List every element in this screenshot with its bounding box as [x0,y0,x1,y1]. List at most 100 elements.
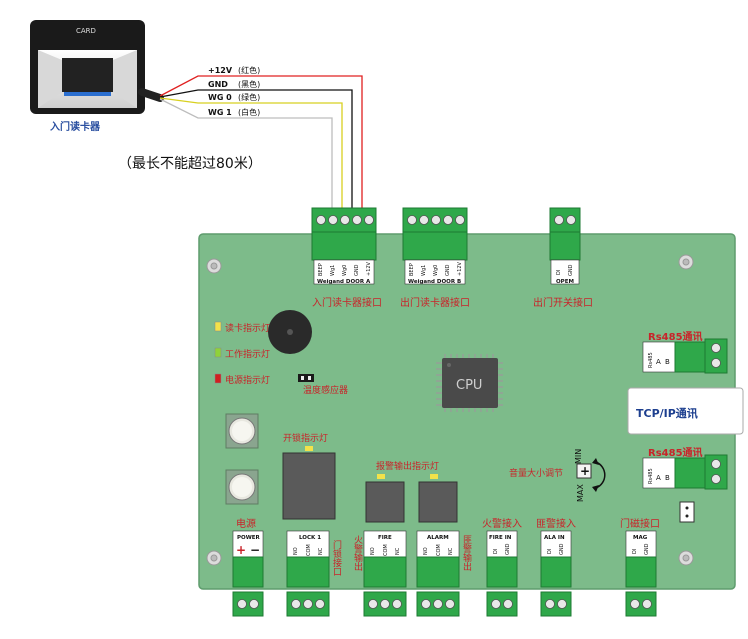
volume-control[interactable]: MIN MAX + [574,449,606,502]
lock-side-text: 门锁接口 [331,539,342,576]
power-label: 电源 [236,517,256,530]
rs485-bottom-connector[interactable]: Rs485 A B [642,454,728,490]
fire-title: FIRE [378,535,392,541]
lock-pin-3: NC [318,547,324,555]
reader-label: 入门读卡器 [50,120,101,133]
rs485-bottom-label: Rs485通讯 [648,446,703,459]
buzzer [268,310,312,354]
fire-pin-1: NO [370,547,376,555]
door-b-pin-3: Wg0 [433,265,439,276]
fire-side-text: 火警输出 [352,535,363,572]
mag-label: 门磁接口 [620,517,660,530]
open-pin-2: GND [568,264,574,276]
fire-side-label: 火警输出 [352,535,363,572]
lock-pin-2: COM [306,544,312,556]
indicator-power-label: 电源指示灯 [225,374,270,386]
connector-mag[interactable]: MAG DI GND [625,530,657,617]
ala-in-pin-2: GND [559,543,565,555]
wire-color-wg0: (绿色) [238,92,260,102]
connector-power[interactable]: POWER + − [232,530,264,617]
door-b-pin-4: GND [445,264,451,276]
mag-pin-2: GND [644,543,650,555]
power-title: POWER [237,535,261,541]
door-b-title: Weigand DOOR B [408,279,461,285]
connector-fire-in[interactable]: FIRE IN DI GND [486,530,518,617]
connector-door-a[interactable]: BEEP Wg1 Wg0 GND +12V Weigand DOOR A [311,207,377,285]
indicator-card-label: 读卡指示灯 [225,322,270,334]
lock-led [305,446,313,451]
lock-led-label: 开锁指示灯 [283,432,328,444]
volume-min: MIN [574,449,583,464]
relay-alarm [418,481,458,523]
max-length-note: （最长不能超过80米） [118,156,262,172]
open-label: 出门开关接口 [533,296,593,309]
alarm-led-label: 报警输出指示灯 [376,460,439,472]
lock-pin-1: NO [293,547,299,555]
door-a-pin-4: GND [354,264,360,276]
temp-sensor [298,374,314,382]
tcpip-port[interactable]: TCP/IP通讯 [627,387,744,435]
door-b-pin-2: Wg1 [421,265,427,276]
connector-ala-in[interactable]: ALA IN DI GND [540,530,572,617]
indicator-work: 工作指示灯 [214,347,270,360]
reader-card-text: CARD [76,27,96,35]
fire-pin-2: COM [383,544,389,556]
rs485-bottom-chip: Rs485 [648,468,654,484]
fire-in-pin-1: DI [493,549,499,554]
open-title: OPEM [556,279,574,285]
connector-lock[interactable]: LOCK 1 NO COM NC [286,530,330,617]
door-b-pin-5: +12V [457,261,463,276]
wire-color-wg1: (白色) [238,107,260,117]
rs485-bottom-pin-b: B [665,474,670,482]
ala-in-label: 匪警接入 [536,517,576,530]
door-b-label: 出门读卡器接口 [400,296,470,309]
connector-fire[interactable]: FIRE NO COM NC [363,530,407,617]
lock-side-label: 门锁接口 [331,539,342,576]
door-a-title: Weigand DOOR A [317,279,371,285]
power-pin-plus: + [236,543,246,557]
capacitor-1 [225,413,259,449]
rs485-top-pin-a: A [656,358,661,366]
ala-in-pin-1: DI [547,549,553,554]
fire-in-title: FIRE IN [489,535,512,541]
open-pin-1: DI [556,270,562,275]
cpu-label: CPU [456,378,482,393]
volume-max: MAX [576,484,585,502]
connector-open[interactable]: DI GND OPEM [549,207,581,285]
door-a-pin-3: Wg0 [342,265,348,276]
indicator-card: 读卡指示灯 [214,321,270,334]
door-a-pin-2: Wg1 [330,265,336,276]
power-pin-minus: − [250,543,260,557]
wire-label-12v: +12V [208,66,233,75]
connector-door-b[interactable]: BEEP Wg1 Wg0 GND +12V Weigand DOOR B [402,207,468,285]
fire-in-label: 火警接入 [482,517,522,530]
reader-cable [138,75,363,210]
connector-alarm[interactable]: ALARM NO COM NC [416,530,460,617]
mag-title: MAG [633,535,648,541]
alarm-side-label: 匪警输出 [461,535,472,572]
relay-fire [365,481,405,523]
mag-pin-1: DI [632,549,638,554]
wire-labels: +12V (红色) GND (黑色) WG 0 (绿色) WG 1 (白色) [208,65,260,117]
alarm-led [430,474,438,479]
volume-label: 音量大小调节 [509,467,563,479]
rs485-top-label: Rs485通讯 [648,330,703,343]
alarm-pin-1: NO [423,547,429,555]
rs485-top-connector[interactable]: Rs485 A B [642,338,728,374]
cpu-chip: CPU [436,354,503,412]
volume-symbol: + [580,464,590,478]
door-b-pin-1: BEEP [409,263,415,276]
fire-in-pin-2: GND [505,543,511,555]
alarm-pin-3: NC [448,547,454,555]
mounting-holes [206,254,694,566]
wire-color-gnd: (黑色) [238,79,260,89]
alarm-title: ALARM [427,535,449,541]
temp-sensor-label: 温度感应器 [303,384,348,396]
alarm-side-text: 匪警输出 [461,535,472,572]
fire-led [377,474,385,479]
door-a-pin-5: +12V [366,261,372,276]
door-a-pin-1: BEEP [318,263,324,276]
rs485-top-chip: Rs485 [648,352,654,368]
capacitor-2 [225,469,259,505]
